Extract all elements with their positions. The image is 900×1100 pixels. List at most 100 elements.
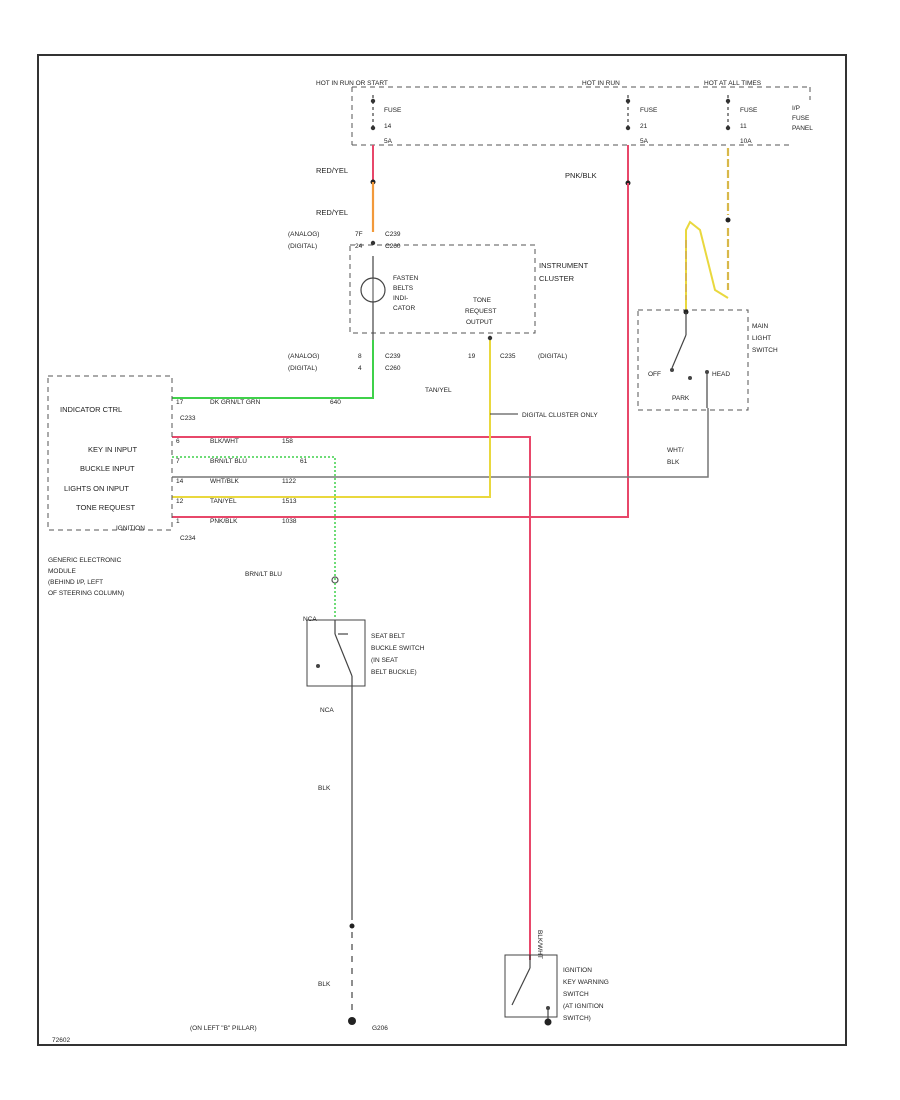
fuse-14-amps: 5A [384,138,393,145]
wire-light-switch-feed [685,220,729,310]
wire-code-ignition: 1038 [282,518,297,525]
ign-switch-label-5: SWITCH) [563,1015,591,1022]
cluster-conn-analog-top: (ANALOG) [288,231,319,238]
ign-switch-label-3: SWITCH [563,991,589,998]
module-pin-buckle: 7 [176,458,180,465]
diagram-frame [37,54,847,1046]
wire-label-red-yel-1: RED/YEL [316,166,348,175]
cluster-conn-top-digital: C260 [385,243,401,250]
fuse-14: FUSE 14 5A [370,95,402,145]
ground-location: (ON LEFT "B" PILLAR) [190,1025,257,1032]
fuse-11: FUSE 11 10A [725,95,758,145]
ignition-key-warning-switch: IGNITION KEY WARNING SWITCH (AT IGNITION… [504,954,609,1026]
cluster-conn-analog-bot: (ANALOG) [288,353,319,360]
wire-label-tan-yel: TAN/YEL [425,387,452,394]
bus-label-all-times: HOT AT ALL TIMES [704,80,762,87]
lamp-label-4: CATOR [393,305,415,312]
module-pin-key-in: 6 [176,438,180,445]
cluster-conn-bot-analog: C239 [385,353,401,360]
wire-label-blk-1: BLK [318,785,331,792]
wire-label-key-vertical: BLK/WHT [536,930,543,959]
cluster-title-1: INSTRUMENT [539,261,589,270]
ground-id: G206 [372,1025,388,1032]
module-name-3: (BEHIND I/P, LEFT [48,579,103,586]
switch-pos-park: PARK [672,395,690,402]
cluster-pin-bot-analog: 8 [358,353,362,360]
cluster-title-2: CLUSTER [539,274,575,283]
seat-belt-buckle-switch: SEAT BELT BUCKLE SWITCH (IN SEAT BELT BU… [306,619,425,687]
wire-label-key-in: BLK/WHT [210,438,239,445]
tone-label-3: OUTPUT [466,319,493,326]
fuse-14-label: FUSE [384,107,402,114]
bus-label-run-start: HOT IN RUN OR START [316,80,388,87]
module-connector-top: C233 [180,415,196,422]
digital-note: DIGITAL CLUSTER ONLY [522,412,598,419]
tone-conn-digital: (DIGITAL) [538,353,567,360]
fuse-panel-label-3: PANEL [792,125,813,132]
wire-label-pnk-blk: PNK/BLK [565,171,597,180]
cluster-conn-digital-top: (DIGITAL) [288,243,317,250]
fuse-panel-label-1: I/P [792,105,800,112]
wire-label-red-yel-2: RED/YEL [316,208,348,217]
wire-tone-request [172,338,491,498]
instrument-cluster: INSTRUMENT CLUSTER (ANALOG) (DIGITAL) 7F… [288,231,589,372]
module-name-4: OF STEERING COLUMN) [48,590,124,597]
module-input-key-in: KEY IN INPUT [88,445,137,454]
fuse-14-num: 14 [384,123,392,130]
ground-icon [348,1017,356,1025]
fuse-11-num: 11 [740,123,747,130]
splice-dot [725,217,731,223]
module-name-2: MODULE [48,568,76,575]
wire-label-ignition: PNK/BLK [210,518,238,525]
wire-code-indicator: 640 [330,399,341,406]
module-input-buckle: BUCKLE INPUT [80,464,135,473]
wire-label-buckle: BRN/LT BLU [210,458,247,465]
splice-dot [349,923,355,929]
switch-pos-head: HEAD [712,371,730,378]
wire-label-tone: TAN/YEL [210,498,237,505]
wire-code-key-in: 158 [282,438,293,445]
light-switch-label-2: LIGHT [752,335,771,342]
lamp-label-1: FASTEN [393,275,419,282]
module-pin-indicator: 17 [176,399,184,406]
wire-lights-on [172,408,709,478]
ign-switch-label-1: IGNITION [563,967,592,974]
wire-label-lights-on: WHT/BLK [210,478,240,485]
seat-switch-blade [334,633,353,677]
cluster-pin-top-digital: 24 [355,243,363,250]
ign-switch-label-2: KEY WARNING [563,979,609,986]
light-switch-blade [671,334,687,369]
module-connector-bottom: C234 [180,535,196,542]
wire-label-indicator: DK GRN/LT GRN [210,399,261,406]
wire-key-in [172,436,531,960]
generic-electronic-module: INDICATOR CTRL 17 C233 KEY IN INPUT 6 BU… [47,375,196,597]
tone-label-1: TONE [473,297,492,304]
cluster-conn-digital-bot: (DIGITAL) [288,365,317,372]
fuse-21-label: FUSE [640,107,658,114]
tone-conn: C235 [500,353,516,360]
fuse-21-num: 21 [640,123,648,130]
wire-code-tone: 1513 [282,498,297,505]
wire-pnk-blk [172,183,629,518]
fuse-11-label: FUSE [740,107,758,114]
wire-code-lights-on: 1122 [282,478,296,485]
ignition-switch-blade [511,967,531,1006]
switch-pos-off: OFF [648,371,661,378]
module-input-indicator: INDICATOR CTRL [60,405,122,414]
lamp-label-3: INDI- [393,295,408,302]
lamp-label-2: BELTS [393,285,414,292]
wire-label-blk-2: BLK [318,981,331,988]
seat-switch-label-3: (IN SEAT [371,657,398,664]
fuse-panel-label-2: FUSE [792,115,810,122]
cluster-conn-bot-digital: C260 [385,365,401,372]
light-switch-label-1: MAIN [752,323,769,330]
nca-label-bottom: NCA [320,707,334,714]
module-pin-lights-on: 14 [176,478,184,485]
module-input-tone: TONE REQUEST [76,503,135,512]
cluster-conn-top-analog: C239 [385,231,401,238]
main-light-switch: MAIN LIGHT SWITCH OFF PARK HEAD WHT/ BLK [637,309,778,466]
wire-buckle-input [172,456,336,580]
wire-label-brn-lt-blu: BRN/LT BLU [245,571,282,578]
fuse-11-amps: 10A [740,138,752,145]
